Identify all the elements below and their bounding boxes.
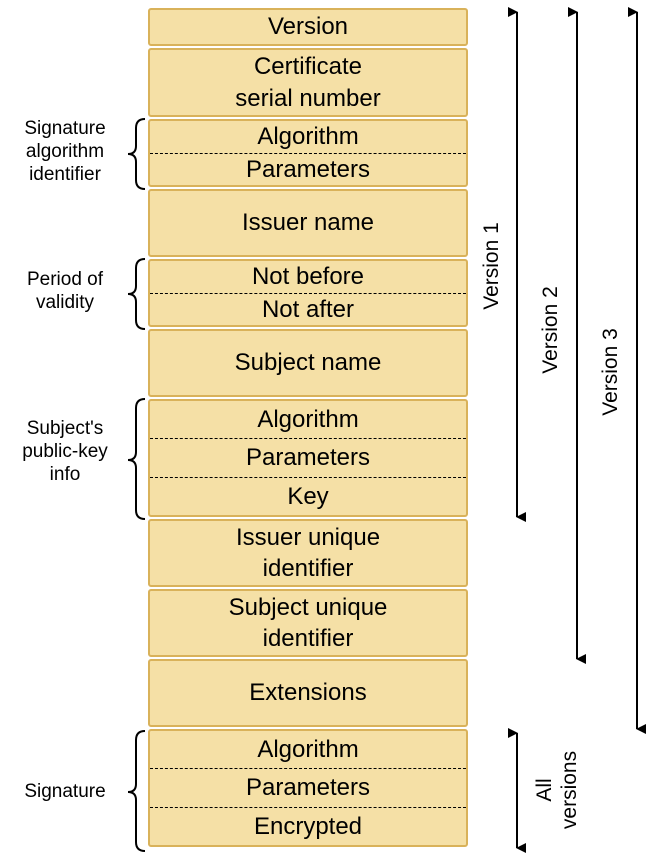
field-issuer-unique-id: Issuer unique identifier	[148, 519, 468, 587]
field-label-line: Issuer unique	[235, 523, 381, 551]
field-subject-unique-id: Subject unique identifier	[148, 589, 468, 657]
subfield-key: Key	[150, 476, 466, 515]
field-label-line: Subject unique	[228, 593, 388, 621]
field-signature: Algorithm Parameters Encrypted	[148, 729, 468, 847]
field-label-container: Issuer unique identifier	[150, 521, 466, 585]
field-label: Version	[267, 13, 349, 41]
field-subject-name: Subject name	[148, 329, 468, 397]
subfield-parameters: Parameters	[150, 768, 466, 806]
field-label-container: Certificate serial number	[150, 50, 466, 115]
subfield-not-before: Not before	[251, 263, 365, 291]
subfield-encrypted: Encrypted	[150, 806, 466, 845]
field-label: Subject name	[234, 349, 382, 377]
field-label-line: Certificate	[253, 53, 363, 81]
subfield-parameters: Parameters	[150, 152, 466, 186]
subfield-not-after: Not after	[150, 292, 466, 326]
label-all-versions: All versions	[532, 751, 582, 829]
field-subject-public-key: Algorithm Parameters Key	[148, 399, 468, 517]
field-serial-number: Certificate serial number	[148, 48, 468, 117]
field-signature-algorithm: Algorithm Parameters	[148, 119, 468, 187]
brace-signature-algorithm	[127, 118, 146, 190]
brace-signature	[127, 730, 146, 852]
field-label-line: serial number	[235, 84, 381, 112]
label-line: public-key	[22, 441, 108, 463]
label-line: info	[49, 464, 81, 486]
label-line: validity	[35, 292, 95, 314]
label-version-3: Version 3	[599, 328, 622, 416]
label-line: All	[532, 778, 556, 802]
label-period-of-validity: Period of validity	[5, 268, 125, 314]
label-signature-algorithm-identifier: Signature algorithm identifier	[5, 117, 125, 187]
subfield-algorithm: Algorithm	[257, 406, 359, 434]
field-label-line: identifier	[262, 625, 354, 652]
label-line: Signature	[24, 781, 106, 802]
label-line: Subject's	[26, 418, 104, 439]
field-label-line: identifier	[262, 555, 354, 582]
field-label: Issuer name	[241, 209, 375, 237]
label-version-1: Version 1	[480, 222, 503, 310]
label-version-2: Version 2	[539, 286, 562, 374]
subfield-algorithm: Algorithm	[257, 736, 359, 764]
subfield-parameters: Parameters	[150, 438, 466, 476]
brace-subject-public-key	[127, 398, 146, 520]
field-label-container: Subject unique identifier	[150, 591, 466, 655]
label-line: Signature	[24, 118, 106, 139]
label-subject-public-key-info: Subject's public-key info	[5, 417, 125, 487]
brace-period-of-validity	[127, 258, 146, 330]
field-issuer-name: Issuer name	[148, 189, 468, 257]
subfield-algorithm: Algorithm	[257, 123, 359, 151]
field-version: Version	[148, 8, 468, 46]
label-line: identifier	[29, 164, 101, 186]
field-label: Extensions	[249, 679, 367, 707]
label-signature: Signature	[5, 780, 125, 803]
label-line: versions	[558, 750, 581, 830]
field-validity: Not before Not after	[148, 259, 468, 327]
label-line: algorithm	[25, 141, 105, 163]
label-line: Period of	[26, 269, 104, 290]
field-extensions: Extensions	[148, 659, 468, 727]
certificate-structure: Version Certificate serial number Algori…	[148, 8, 468, 849]
